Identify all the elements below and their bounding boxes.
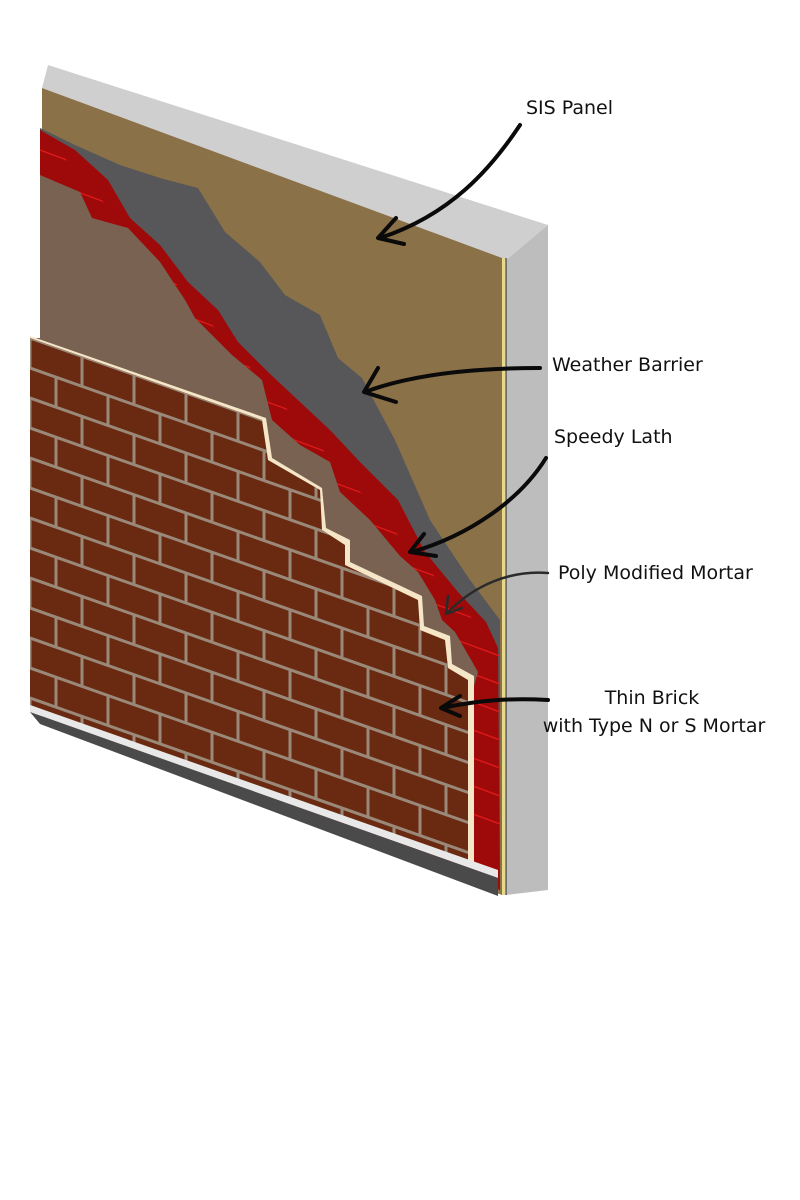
weather-barrier-label: Weather Barrier [552,354,703,376]
brick-course-joint [30,569,468,746]
poly-mortar-arrowhead [444,594,464,616]
panel-top-edge [42,65,548,260]
speedy-lath-label: Speedy Lath [554,426,673,448]
base-track [30,712,498,896]
poly-mortar-arrow [446,571,550,614]
speedy-lath-arrowhead [408,532,438,558]
panel-side-edge [506,225,548,895]
thin-brick-arrow [440,697,550,710]
weather-barrier-arrow [363,366,542,394]
sis-panel-arrow [378,123,522,240]
thin-brick-arrowhead [439,694,462,718]
thin-brick-label-line2: with Type N or S Mortar [543,715,766,737]
base-track-top [30,705,498,878]
brick-course-joint [10,961,500,1134]
poly-modified-mortar-label: Poly Modified Mortar [558,562,753,584]
brick-course-joint [30,629,468,806]
brick-course-joint [30,509,468,686]
sis-panel-label: SIS Panel [526,97,613,119]
brick-course-joint [30,539,468,716]
speedy-lath-arrow [410,456,548,554]
brick-course-joint [10,901,500,1074]
thin-brick-label-line1: Thin Brick [604,687,700,709]
brick-course-joint [30,659,468,836]
weather-barrier-arrowhead [362,366,398,404]
brick-course-joint [30,479,468,656]
brick-course-joint [10,871,500,1044]
brick-course-joint [30,599,468,776]
sis-panel-arrowhead [376,216,406,246]
brick-course-joint [10,931,500,1104]
brick-course-joint [30,689,468,863]
